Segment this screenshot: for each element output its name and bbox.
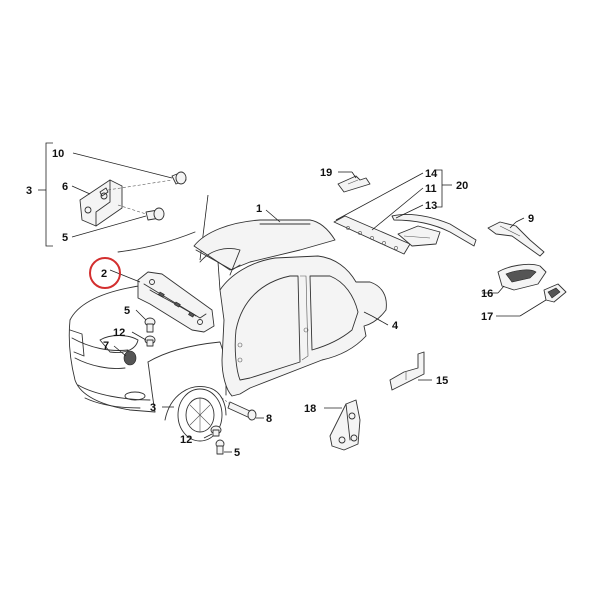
callout-15: 15 xyxy=(436,375,448,387)
callout-13: 13 xyxy=(425,200,437,212)
callout-14: 14 xyxy=(425,168,438,180)
panel-part-17 xyxy=(543,283,567,303)
callout-6: 6 xyxy=(62,181,68,193)
callout-8: 8 xyxy=(266,413,272,425)
hinge-bracket-part-18 xyxy=(329,399,361,451)
callout-3-bottom: 3 xyxy=(150,402,156,414)
panel-part-16 xyxy=(497,263,547,291)
nut-part-12-mid xyxy=(144,335,156,347)
bolt-part-5-mid xyxy=(144,317,156,333)
screw-part-10 xyxy=(107,171,187,191)
nut-part-12-bottom xyxy=(210,425,222,437)
callout-12-bottom: 12 xyxy=(180,434,192,446)
bolt-part-8 xyxy=(221,397,257,421)
callout-5-top: 5 xyxy=(62,232,68,244)
group-bracket-20 xyxy=(436,169,452,208)
hinge-plate-part-6 xyxy=(79,179,123,227)
callout-7: 7 xyxy=(103,340,109,352)
roof-rail-part-13 xyxy=(391,213,477,247)
callout-5-bottom: 5 xyxy=(234,447,240,459)
highlight-circle-part-2 xyxy=(89,257,121,289)
trim-strip-part-9 xyxy=(487,221,545,257)
callout-17: 17 xyxy=(481,311,493,323)
callout-20: 20 xyxy=(456,180,468,192)
callout-9: 9 xyxy=(528,213,534,225)
group-bracket-3 xyxy=(38,142,53,247)
bracket-part-15 xyxy=(389,351,425,391)
grommet-part-7 xyxy=(123,350,137,366)
callout-1: 1 xyxy=(256,203,262,215)
roof-panel-part-1 xyxy=(193,219,336,271)
callout-3-top: 3 xyxy=(26,185,32,197)
screw-part-5-top xyxy=(117,204,165,221)
callout-5-mid: 5 xyxy=(124,305,130,317)
callout-12-mid: 12 xyxy=(113,327,125,339)
callout-2: 2 xyxy=(101,268,107,280)
small-bracket-part-19 xyxy=(337,175,371,193)
side-body-panel-part-4 xyxy=(199,248,387,397)
callout-18: 18 xyxy=(304,403,316,415)
callout-19: 19 xyxy=(320,167,332,179)
callout-10: 10 xyxy=(52,148,64,160)
callout-11: 11 xyxy=(425,183,437,195)
cross-member-part-2 xyxy=(137,271,215,333)
callout-16: 16 xyxy=(481,288,493,300)
callout-4: 4 xyxy=(392,320,399,332)
bolt-part-5-bottom xyxy=(215,439,225,455)
